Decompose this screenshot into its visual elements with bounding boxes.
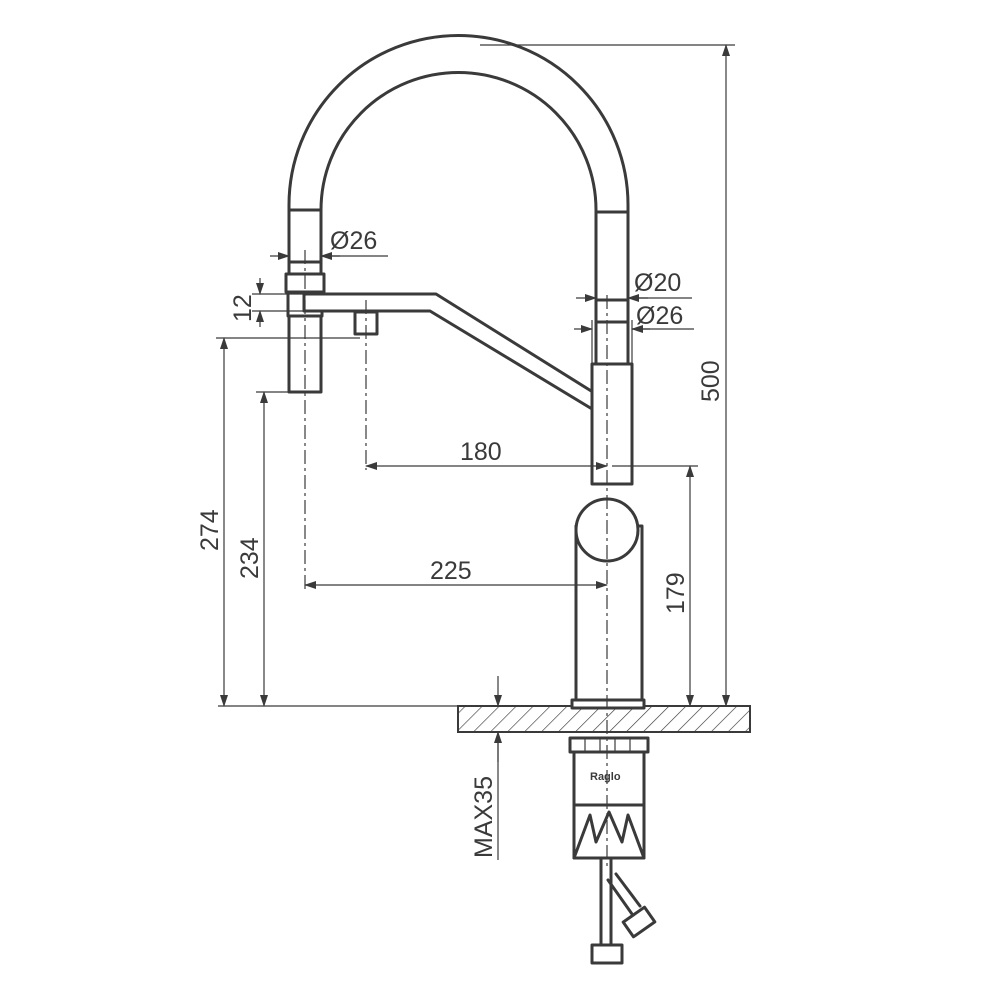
dim-top-diameter: Ø26 <box>330 227 377 255</box>
dim-height-179: 179 <box>662 572 690 614</box>
dim-height-274: 274 <box>196 509 224 551</box>
dim-total-height: 500 <box>697 360 725 402</box>
swivel-spout <box>302 292 614 417</box>
dimension-labels: Ø26 Ø20 Ø26 12 500 180 225 274 234 179 M… <box>196 227 725 858</box>
dim-max-35: MAX35 <box>470 776 498 858</box>
countertop <box>457 705 751 733</box>
mounting-kit: Raglo <box>568 736 657 965</box>
dimension-lines <box>216 44 735 860</box>
dim-right-diameter-upper: Ø20 <box>634 269 681 297</box>
dim-reach-225: 225 <box>430 557 472 585</box>
dim-right-diameter-lower: Ø26 <box>636 302 683 330</box>
dim-spout-thickness: 12 <box>229 294 257 322</box>
brand-label: Raglo <box>590 771 621 783</box>
faucet-body <box>570 320 646 710</box>
dim-height-234: 234 <box>236 537 264 579</box>
arc-spout <box>287 34 630 324</box>
dim-reach-180: 180 <box>460 438 502 466</box>
